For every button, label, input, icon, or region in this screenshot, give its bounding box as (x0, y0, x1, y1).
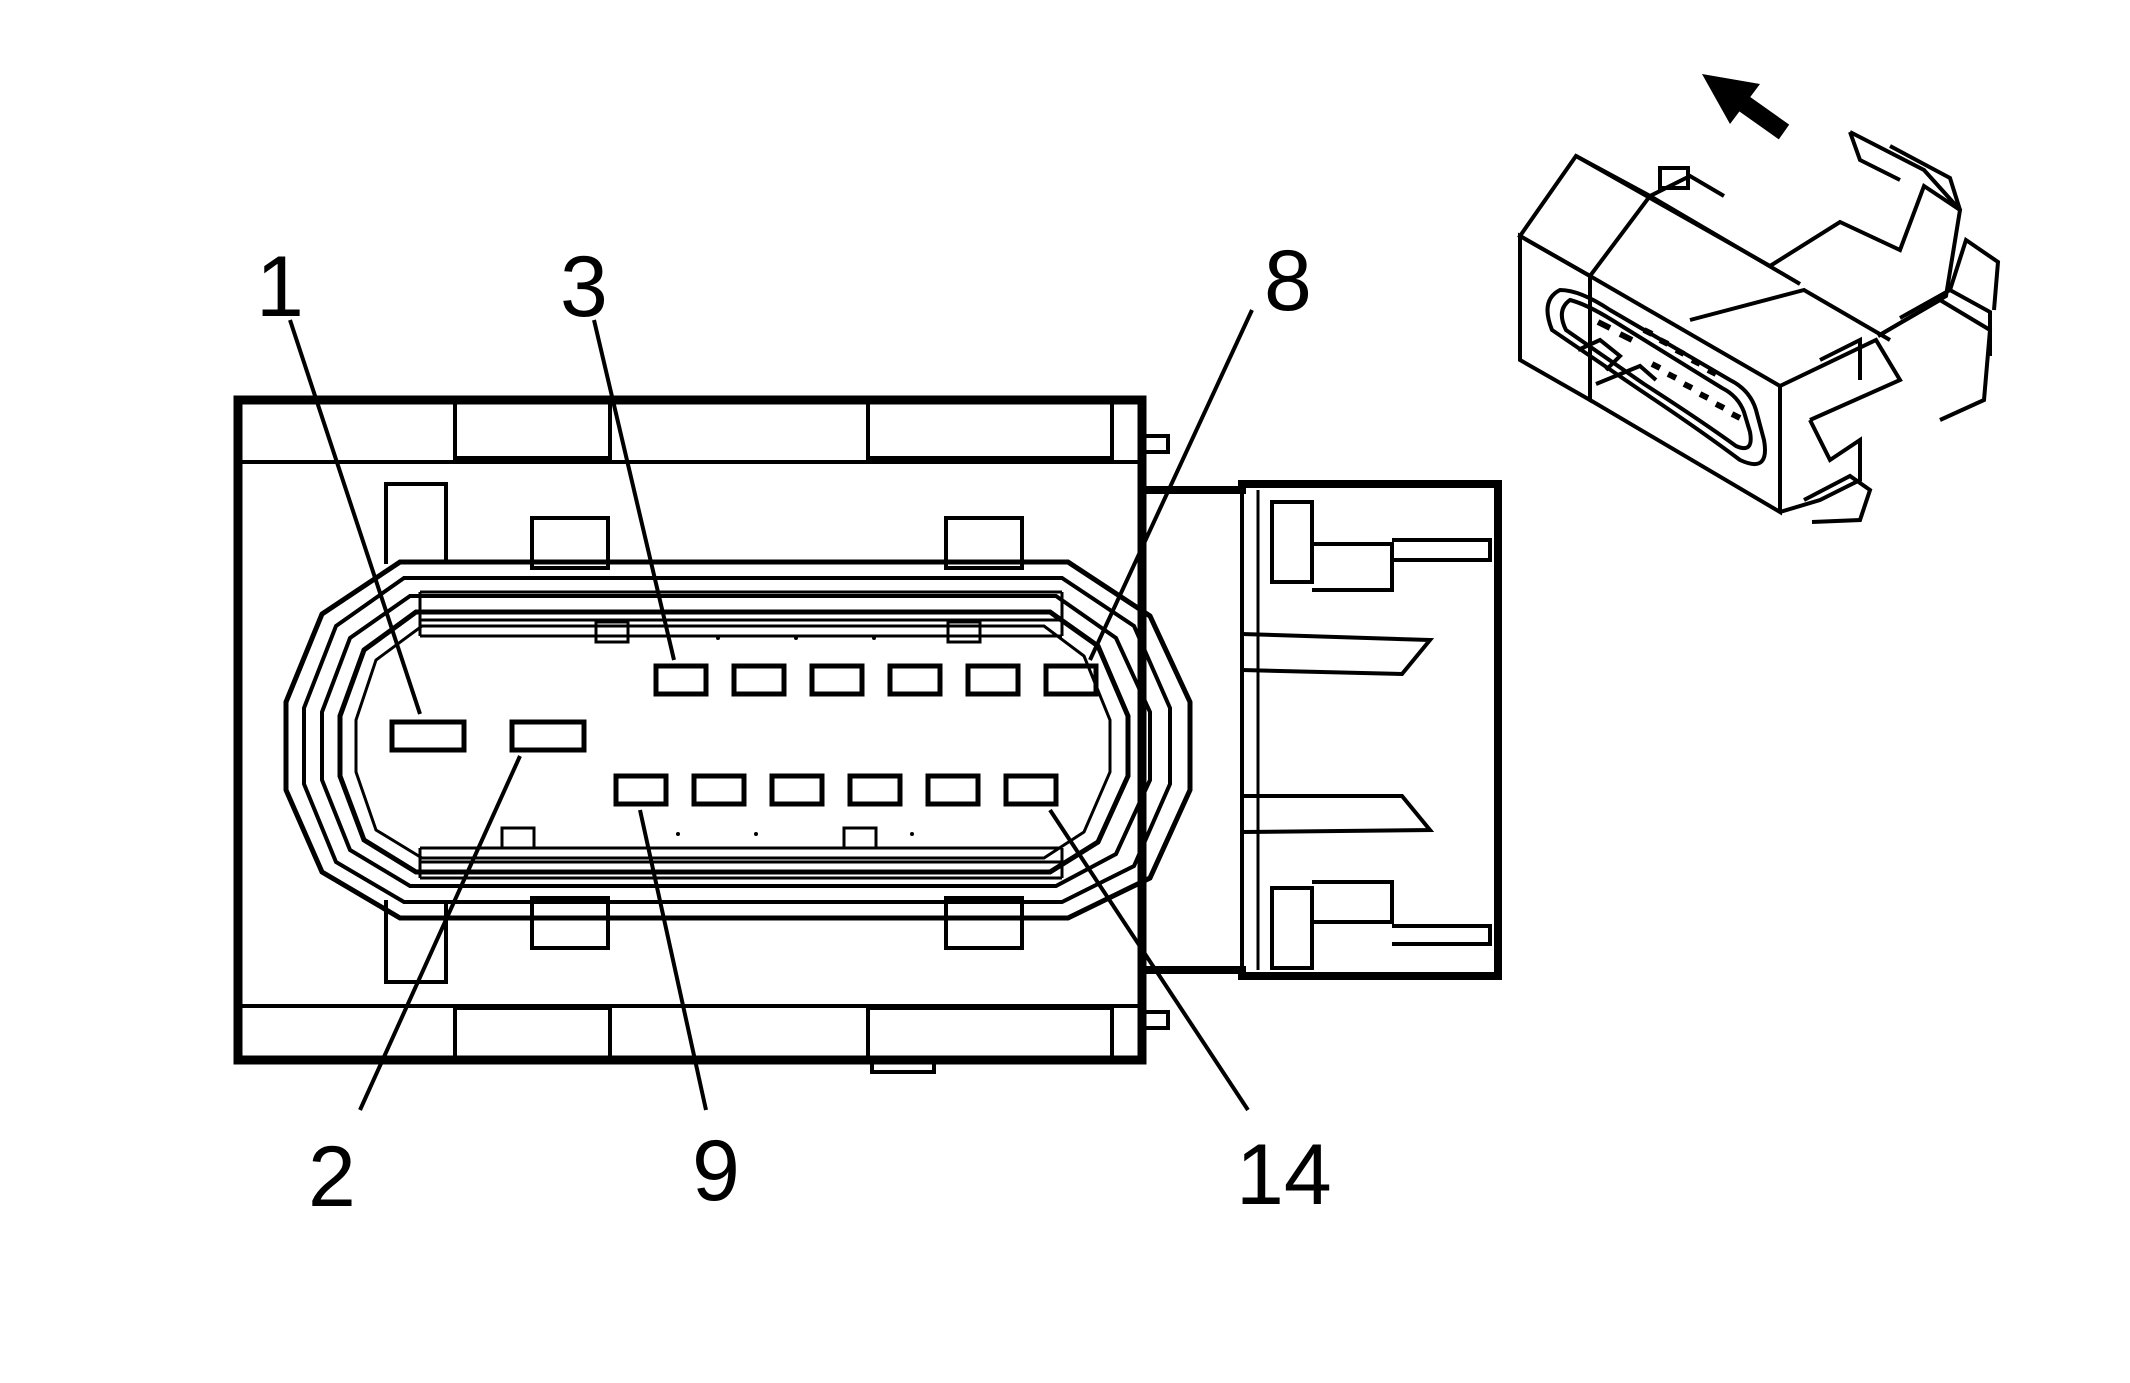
cavity-7 (965, 663, 1021, 697)
body-ribs (384, 482, 1024, 984)
cavity-2 (509, 719, 587, 753)
cavity-14 (1003, 773, 1059, 807)
pin-label-1: 1 (256, 239, 304, 335)
cavity-13 (925, 773, 981, 807)
terminal-cavities (389, 663, 1099, 807)
pin-label-2: 2 (308, 1129, 356, 1225)
pin-label-14: 14 (1236, 1127, 1332, 1223)
cavity-10 (691, 773, 747, 807)
connector-isometric-icon (1517, 130, 2001, 524)
cavity-5 (809, 663, 865, 697)
cavity-4 (731, 663, 787, 697)
cavity-11 (769, 773, 825, 807)
pin-label-3: 3 (560, 239, 608, 335)
cavity-9 (613, 773, 669, 807)
latch-housing (1142, 480, 1502, 980)
cavity-3 (653, 663, 709, 697)
cavity-1 (389, 719, 467, 753)
cavity-6 (887, 663, 943, 697)
pin-label-8: 8 (1264, 233, 1312, 329)
cavity-12 (847, 773, 903, 807)
arrow-up-left-icon (1702, 74, 1790, 140)
pin-labels: 1 3 8 2 9 14 (256, 233, 1332, 1225)
connector-body (233, 395, 1170, 1074)
terminal-shroud (283, 559, 1193, 921)
cavity-8 (1043, 663, 1099, 697)
leader-lines (288, 309, 1254, 1112)
pin-label-9: 9 (692, 1123, 740, 1219)
